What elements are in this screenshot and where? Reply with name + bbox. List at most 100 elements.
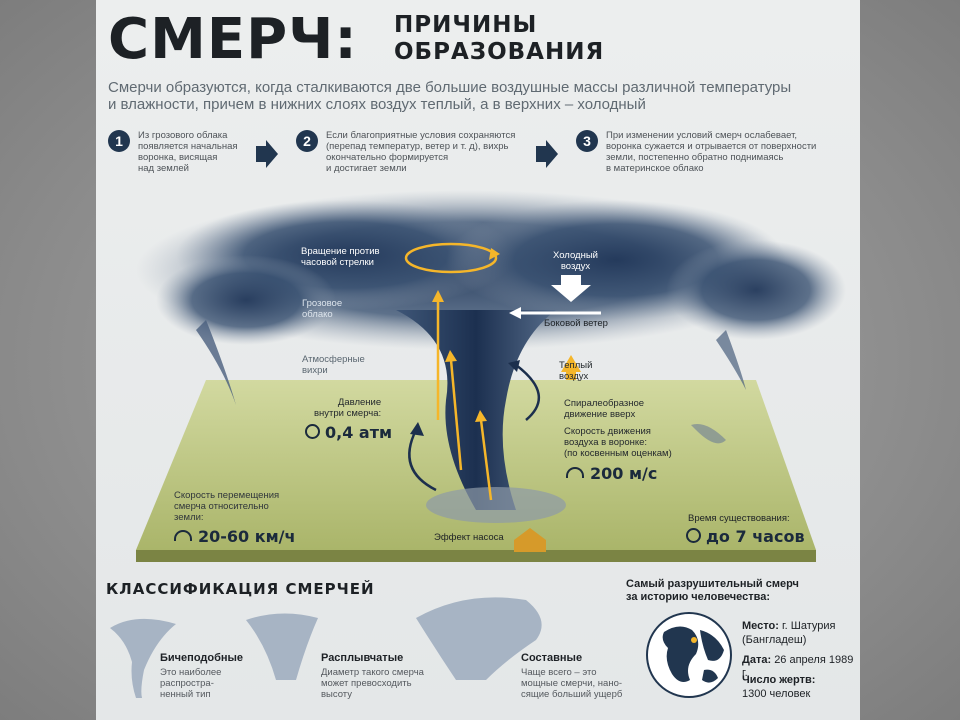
move-speed-line: смерча относительно [174,501,269,512]
whip-tornado-silhouette [110,618,176,698]
cloud-label-line: Грозовое [302,298,343,309]
date-value: 26 апреля 1989 г. [742,654,854,679]
storm-cloud [156,255,336,345]
destructive-date: Дата: 26 апреля 1989 г. [742,654,860,680]
atmos-label-line: вихри [302,365,328,376]
step-3-number: 3 [576,130,598,152]
type-name: Расплывчатые [321,652,404,664]
step-3-line: При изменении условий смерч ослабевает, [606,130,798,141]
side-wind-label: Боковой ветер [544,318,608,329]
destructive-title-line: Самый разрушительный смерч [626,578,799,590]
updraft-arrowhead-icon [475,410,487,422]
spiral-label-line: Спиралеобразное [564,398,645,409]
step-2-line: (перепад температур, ветер и т. д), вихр… [326,141,509,152]
funnel-speed-label: Скорость движения воздуха в воронке: (по… [564,426,672,459]
destructive-title: Самый разрушительный смерч за историю че… [626,578,799,604]
step-3-line: в материнское облако [606,163,704,174]
updraft-arrow-icon [449,359,463,471]
weak-funnel [691,424,726,444]
rotation-arrow-icon [404,242,498,274]
type-desc-line: Это наиболее [160,667,222,678]
move-speed-line: земли: [174,512,204,523]
cloud-label-line: облако [302,309,333,320]
step-1-number: 1 [108,130,130,152]
spiral-label: Спиралеобразное движение вверх [564,398,644,420]
updraft-arrowhead-icon [432,290,444,302]
dust-cloud [426,487,566,523]
composite-tornado-silhouette [416,597,542,680]
intro-line-2: и влажности, причем в нижних слоях возду… [108,96,646,113]
place-label: Место: [742,620,779,632]
updraft-arrowhead-icon [445,350,457,362]
spiral-label-line: движение вверх [564,409,636,420]
main-tornado [396,310,556,510]
speedometer-icon [566,467,584,478]
type-desc-line: высоту [321,689,353,700]
lifetime-value: до 7 часов [686,527,805,546]
step-2-line: Если благоприятные условия сохраняются [326,130,516,141]
type-name: Бичеподобные [160,652,244,664]
date-label: Дата: [742,654,772,666]
step-arrow-icon [256,140,278,168]
intro-line-1: Смерчи образуются, когда сталкиваются дв… [108,79,792,96]
lifetime-label: Время существования: [688,513,790,524]
destructive-victims-label: Число жертв: [742,674,816,686]
cold-air-label: Холодный воздух [553,250,598,272]
pressure-label: Давление внутри смерча: [314,397,381,419]
step-2-number: 2 [296,130,318,152]
destructive-place: Место: г. Шатурия [742,620,835,633]
pressure-gauge-icon [305,424,320,439]
step-1-line: над землей [138,163,189,174]
funnel-speed-line: (по косвенным оценкам) [564,448,672,459]
type-name: Составные [521,652,583,664]
rotation-label-line: часовой стрелки [301,257,374,268]
type-desc: Диаметр такого смерча может превосходить… [321,667,424,700]
type-composite: Составные Чаще всего – это мощные смерчи… [521,652,622,700]
cold-air-label-line: воздух [560,261,591,272]
funnel-speed-line: Скорость движения [564,426,651,437]
move-speed-line: Скорость перемещения [174,490,280,501]
intro-text: Смерчи образуются, когда сталкиваются дв… [108,79,828,113]
tornado-types-illustration [110,597,542,698]
funnel-speed-line: воздуха в воронке: [564,437,648,448]
funnel-speed-value-text: 200 м/с [590,464,658,483]
rotation-label-line: Вращение против [301,246,380,257]
spiral-arrowhead-icon [508,360,520,372]
step-2-line: и достигает земли [326,163,407,174]
pump-effect-label: Эффект насоса [434,532,504,543]
cloud-label: Грозовое облако [302,298,342,320]
type-desc-line: мощные смерчи, нано- [521,678,623,689]
type-blurred: Расплывчатые Диаметр такого смерча может… [321,652,424,700]
step-2-text: Если благоприятные условия сохраняются (… [326,130,515,174]
classification-title: КЛАССИФИКАЦИЯ СМЕРЧЕЙ [106,580,375,598]
move-speed-label: Скорость перемещения смерча относительно… [174,490,279,523]
pressure-value: 0,4 атм [305,423,392,442]
destructive-country: (Бангладеш) [742,634,807,646]
page-subtitle: ПРИЧИНЫ ОБРАЗОВАНИЯ [394,12,604,66]
step-2-line: окончательно формируется [326,152,449,163]
lifetime-value-text: до 7 часов [706,527,805,546]
spiral-arrow-icon [408,429,437,492]
step-arrow-icon [536,140,558,168]
destructive-title-line: за историю человечества: [626,591,771,603]
funnel-speed-value: 200 м/с [566,464,657,483]
blurred-tornado-silhouette [246,613,318,680]
globe-icon [646,612,732,698]
type-desc-line: Диаметр такого смерча [321,667,424,678]
type-desc: Это наиболее распростра- ненный тип [160,667,243,700]
rotation-arrowhead-icon [489,248,500,260]
step-1-line: воронка, висящая [138,152,218,163]
cold-air-label-line: Холодный [553,250,598,261]
type-desc-line: распростра- [160,678,214,689]
move-speed-value: 20-60 км/ч [174,527,296,546]
location-marker-icon [691,637,697,643]
spiral-arrowhead-icon [410,422,424,436]
subtitle-line-2: ОБРАЗОВАНИЯ [394,39,605,65]
type-desc-line: Чаще всего – это [521,667,597,678]
warm-air-arrow-icon [561,355,581,380]
warm-air-label: Теплый воздух [559,360,592,382]
step-3-line: воронка сужается и отрывается от поверхн… [606,141,817,152]
warm-air-label-line: Теплый [559,360,593,371]
step-1-text: Из грозового облака появляется начальная… [138,130,238,174]
